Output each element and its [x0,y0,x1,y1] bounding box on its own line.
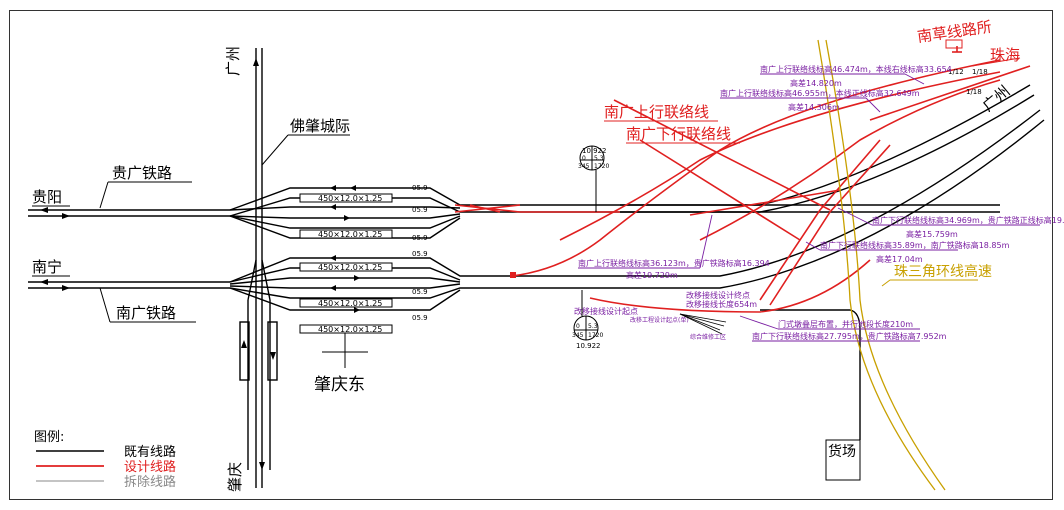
drawing-frame [9,10,1053,500]
annot-5b: 高差19.729m [626,270,678,280]
mileage-tags: 05.9 05.9 05.9 05.9 05.9 05.9 [412,184,428,322]
legend-title: 图例: [34,430,64,445]
mileage-4: 05.9 [412,250,428,258]
mileage-1: 05.9 [412,184,428,192]
ratio-3: 1/18 [966,88,982,96]
grade-bottom-value: 10.922 [576,342,601,350]
nancao-box [945,39,963,49]
legend-removed-label: 拆除线路 [124,474,176,490]
ratio-labels: 1/12 1/18 1/18 [948,68,988,96]
annot-4b: 高差17.04m [876,254,923,264]
annot-9: 改移接线设计终点 [686,290,750,300]
platform-4-label: 450×12.0×1.25 [318,299,382,308]
ratio-1: 1/12 [948,68,964,76]
grade-top-b: 5.3 [594,155,604,162]
grade-bot-a: 0 [576,323,580,330]
platform-5 [299,324,393,334]
annot-2b: 高差14.306m [788,102,840,112]
zhuhai-label: 珠海 [990,46,1020,64]
freight-yard-box [825,439,861,481]
guangzhou-top-label: 广州 [224,46,242,76]
grade-bot-d: 1720 [588,332,603,339]
platform-5-label: 450×12.0×1.25 [318,325,382,334]
maintenance-lines [679,313,727,335]
grade-bot-c: 345 [572,332,584,339]
platform-2-label: 450×12.0×1.25 [318,230,382,239]
annot-7: 南广下行联络线标高27.795m，贵广铁路标高7.952m [752,331,947,341]
fozhao-arrows [241,58,276,470]
annot-6: 门式墩叠层布置，并行地段长度210m [778,319,913,329]
station-label: 肇庆东 [314,375,365,395]
nanguang-arrows [40,279,70,291]
annot-5: 南广上行联络线标高36.123m，贵广铁路标高16.394 [578,258,770,268]
annot-3: 南广下行联络线标高34.969m，贵广铁路正线标高19.21m [872,215,1064,225]
fozhao-label: 佛肇城际 [290,117,350,135]
guiguang-arrows [40,207,70,219]
ratio-2: 1/18 [972,68,988,76]
platform-3 [299,262,393,272]
grade-top-value: 10.922 [582,147,607,155]
grade-top-c: 345 [578,163,590,170]
mileage-2: 05.9 [412,206,428,214]
legend-design-label: 设计线路 [124,459,176,475]
grade-top-a: 0 [582,155,586,162]
nanning-label: 南宁 [32,258,62,276]
annot-2: 南广上行联络线标高46.955m，本线正线标高32.649m [720,88,920,98]
nanguang-up-label: 南广上行联络线 [604,103,709,121]
annot-11: 改移工程设计起点(单) [630,316,689,324]
guiyang-label: 贵阳 [32,188,62,206]
legend-existing-label: 既有线路 [124,444,176,460]
expressway [817,39,946,491]
nanguang-railway [28,109,1045,440]
design-marker [510,272,516,278]
expressway-label: 珠三角环线高速 [894,263,992,280]
station-train-arrows [330,185,360,313]
nanguang-label: 南广铁路 [116,304,176,322]
platforms: 450×12.0×1.25 450×12.0×1.25 450×12.0×1.2… [299,193,393,334]
grade-top-d: 1720 [594,163,609,170]
grade-mark-top [579,145,605,212]
mileage-5: 05.9 [412,288,428,296]
annot-1: 南广上行联络线标高46.474m，本线右线标高33.654 [760,64,952,74]
annot-8: 改移接线设计起点 [574,306,638,316]
nanguang-down-label: 南广下行联络线 [626,125,731,143]
annot-4: 南广下行联络线标高35.89m，南广铁路标高18.85m [820,240,1010,250]
design-lines [454,46,1031,313]
annotation-leaders [578,73,1040,342]
mileage-6: 05.9 [412,314,428,322]
platform-2 [299,229,393,239]
grade-mark-bottom [573,290,599,341]
nancao-label: 南草线路所 [916,18,993,46]
annot-10: 改移接线长度654m [686,299,757,309]
guiguang-label: 贵广铁路 [112,164,172,182]
freight-yard-label: 货场 [828,443,856,460]
elevation-annotations: 南广上行联络线标高46.474m，本线右线标高33.654 高差14.820m … [574,64,1064,341]
zhaoqing-bottom-label: 肇庆 [226,462,244,492]
annot-1b: 高差14.820m [790,78,842,88]
platform-1-label: 450×12.0×1.25 [318,194,382,203]
legend: 图例: 既有线路 设计线路 拆除线路 [34,430,176,490]
platform-3-label: 450×12.0×1.25 [318,263,382,272]
fozhao-intercity-line [239,48,278,488]
platform-1 [299,193,393,203]
annot-12: 综合维修工区 [690,333,726,341]
grade-bot-b: 5.3 [588,323,598,330]
mileage-3: 05.9 [412,234,428,242]
annot-3b: 高差15.759m [906,229,958,239]
platform-4 [299,298,393,308]
